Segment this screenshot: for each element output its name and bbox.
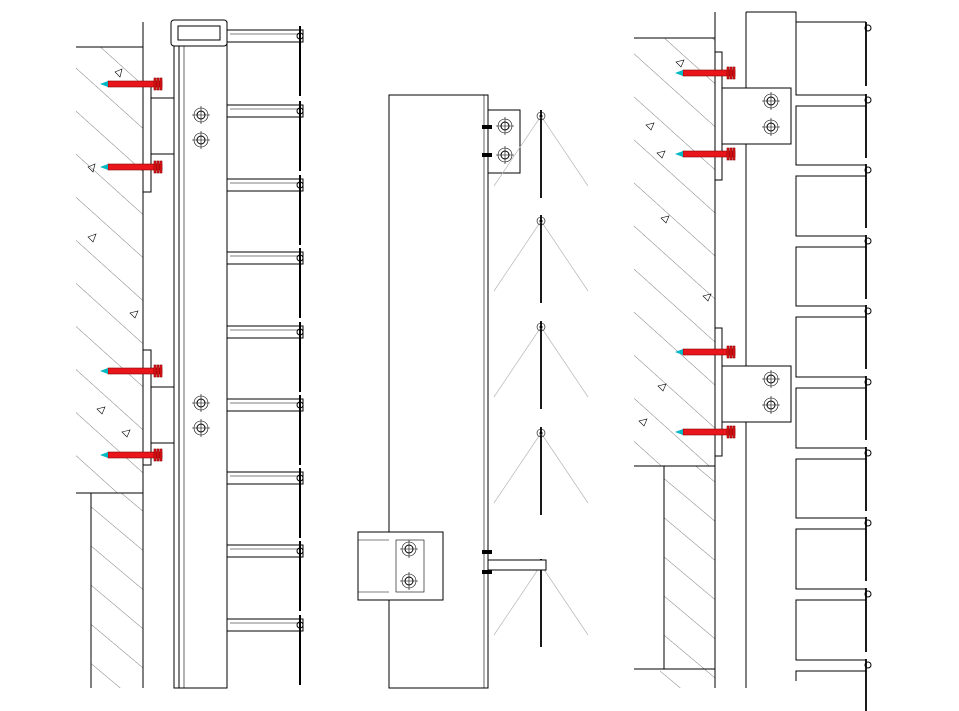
anchor-bolt-icon	[100, 448, 163, 462]
angled-louver	[493, 427, 589, 515]
right-bracket-lower	[721, 365, 792, 423]
fin-louver	[795, 296, 872, 369]
fin-louver	[795, 155, 872, 228]
masonry-infill	[91, 493, 143, 688]
right-section-view	[634, 11, 866, 688]
louver-blade	[226, 101, 304, 171]
right-concrete-slab	[634, 38, 715, 466]
anchor-bolt-icon	[100, 77, 163, 91]
fin-louver	[795, 650, 872, 711]
fin-louver	[795, 579, 872, 652]
louver-blade	[226, 175, 304, 245]
anchor-bolt-icon	[675, 425, 736, 439]
louver-blade	[226, 541, 304, 611]
middle-section-view	[357, 94, 521, 689]
aggregate-triangle-icon	[638, 59, 712, 427]
louver-blade	[226, 615, 304, 685]
louver-blade	[226, 322, 304, 392]
fin-louver	[864, 22, 872, 86]
louver-blade	[226, 26, 304, 96]
fin-louver	[795, 85, 872, 158]
concrete-slab	[76, 47, 143, 493]
angled-louver	[493, 110, 589, 198]
louver-blade	[226, 468, 304, 538]
right-masonry-infill	[664, 466, 715, 669]
anchor-bolt-icon	[100, 364, 163, 378]
mullion-cap	[170, 19, 228, 47]
louver-blade	[226, 248, 304, 318]
middle-side-bracket	[357, 531, 444, 601]
angled-louver	[493, 215, 589, 303]
anchor-bolt-icon	[100, 160, 163, 174]
angled-louver	[493, 559, 589, 647]
aggregate-triangle-icon	[87, 68, 139, 438]
anchor-bolt-icon	[675, 147, 736, 161]
repeating-elements	[100, 22, 872, 711]
anchor-bolt-icon	[675, 66, 736, 80]
angled-louver	[493, 321, 589, 409]
fin-louver	[795, 367, 872, 440]
fin-louver	[795, 508, 872, 581]
louver-blade	[226, 395, 304, 465]
louver-cleat	[487, 559, 547, 571]
fin-louver	[795, 226, 872, 299]
right-bracket-upper	[721, 87, 792, 145]
middle-top-bracket	[487, 109, 521, 174]
fin-louver	[795, 438, 872, 511]
anchor-bolt-icon	[675, 345, 736, 359]
left-section-view	[76, 19, 228, 689]
